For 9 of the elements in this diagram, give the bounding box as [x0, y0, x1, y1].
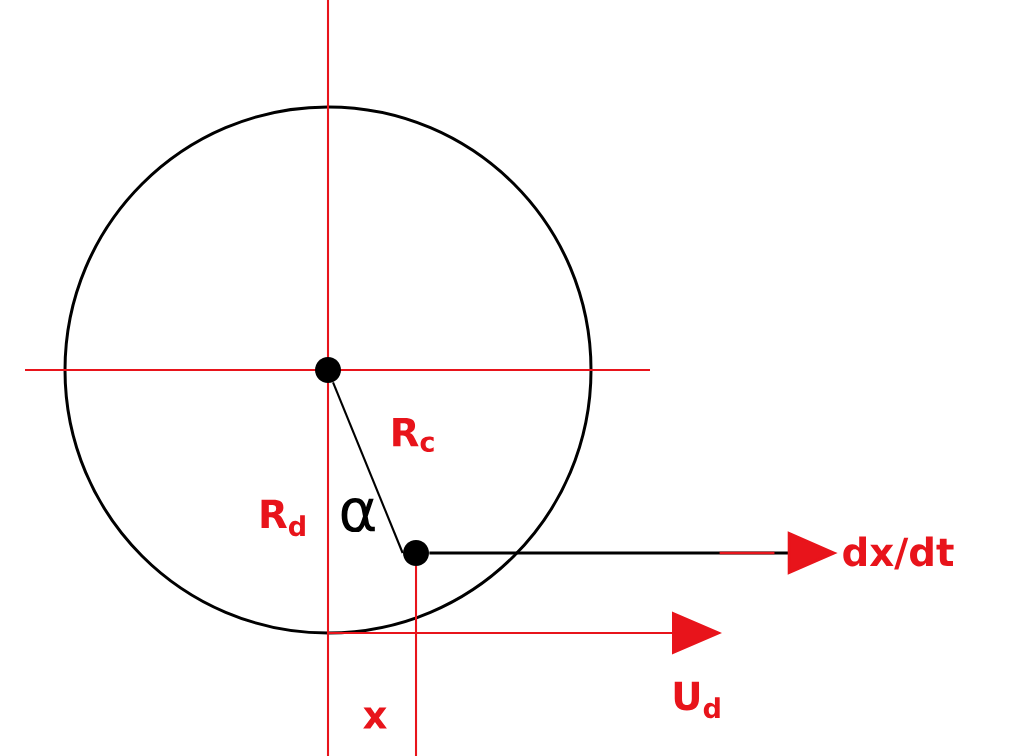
symbol-label: R$_{d}$: [261, 499, 305, 537]
radius-line: [332, 381, 404, 554]
angle-label: α: [341, 497, 375, 533]
symbol-label: R$_{c}$: [393, 418, 434, 453]
point-dot: [315, 357, 341, 383]
symbol-label: x: [363, 707, 387, 729]
symbol-label: U$_{d}$: [674, 681, 720, 719]
arrow-label: dx/dt: [843, 536, 954, 570]
point-dot: [403, 540, 429, 566]
